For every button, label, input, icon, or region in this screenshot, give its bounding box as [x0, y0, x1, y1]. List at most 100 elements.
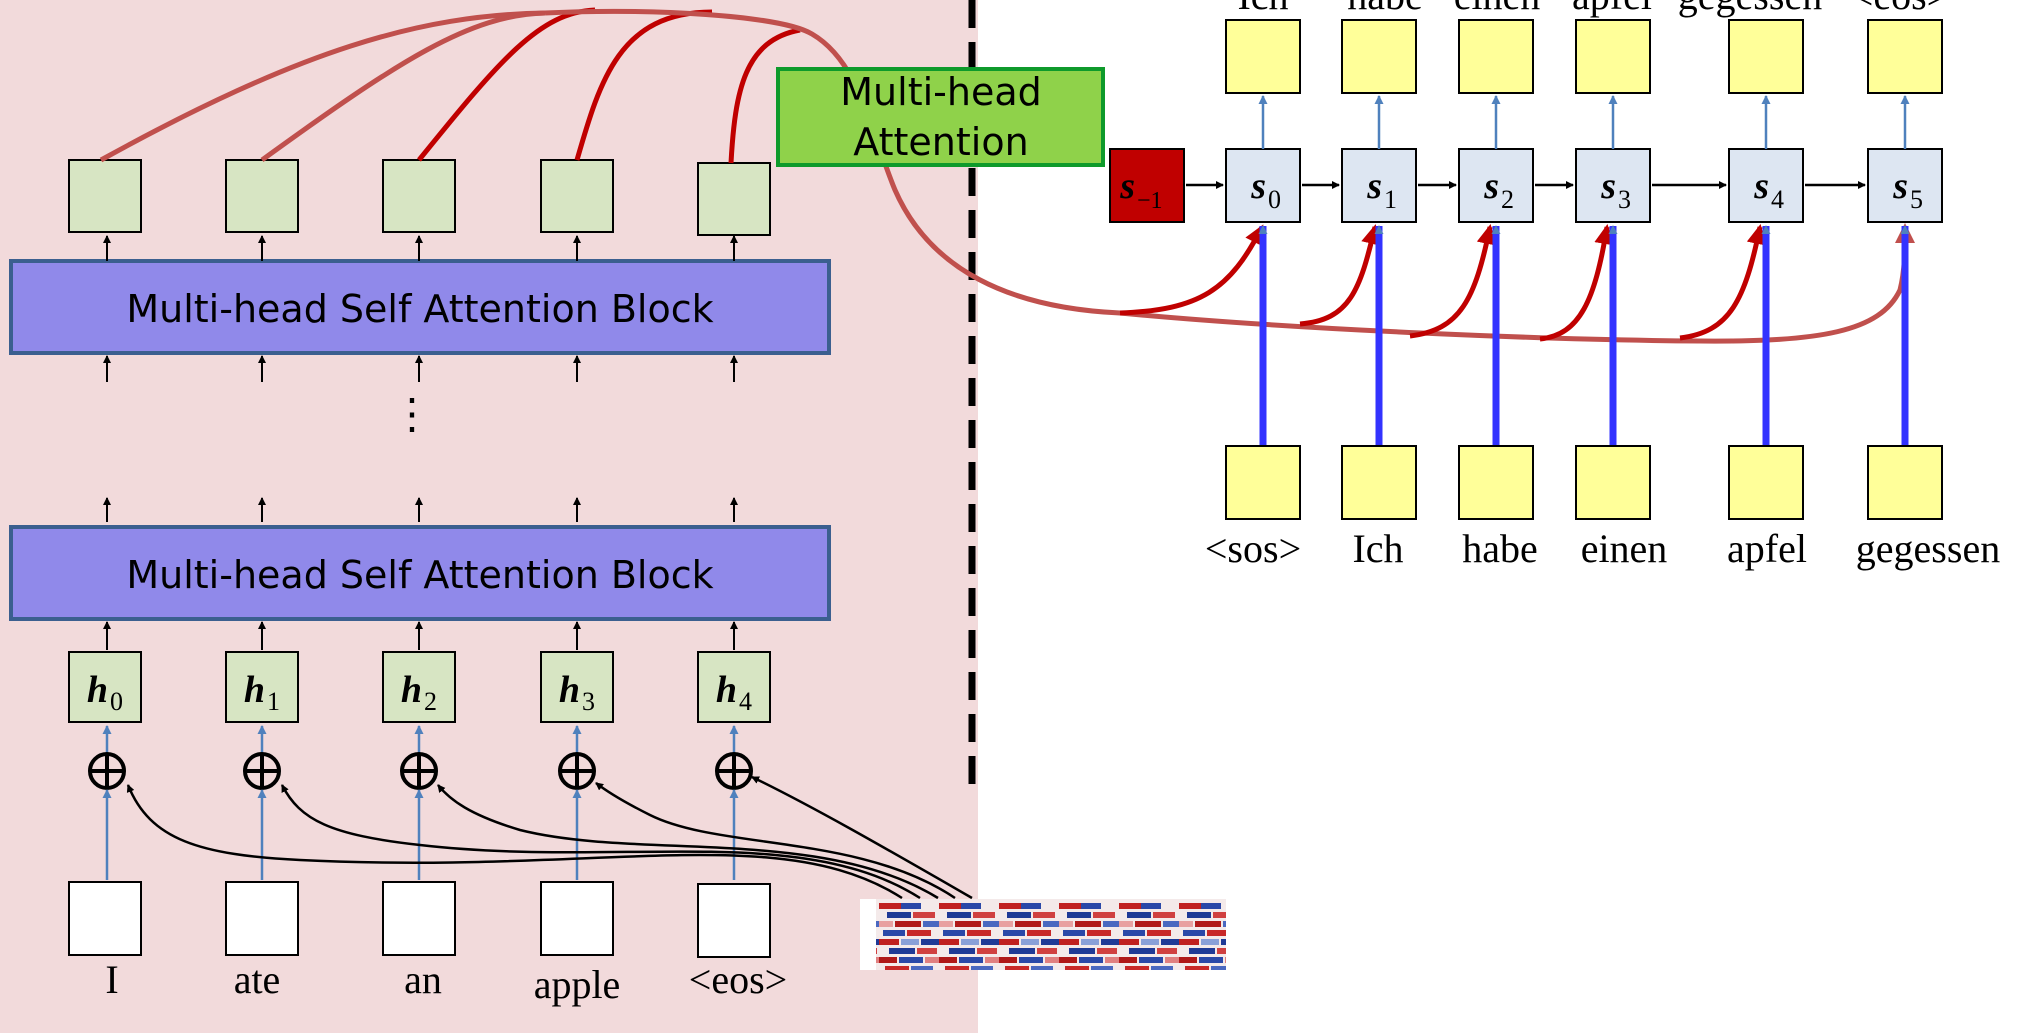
- hidden-state-subscript: 3: [582, 687, 595, 716]
- self-attention-block-bottom: Multi-head Self Attention Block: [9, 525, 831, 621]
- multi-head-attention-line2: Attention: [853, 120, 1028, 164]
- decoder-state-symbol: s: [1892, 165, 1908, 207]
- decoder-attention-lines: [1119, 224, 1767, 342]
- encoder-input-boxes: [68, 881, 771, 958]
- decoder-input-words: <sos> Ich habe einen apfel gegessen: [1205, 526, 2000, 571]
- encoder-word: I: [105, 957, 118, 1002]
- decoder-output-word: habe: [1347, 0, 1423, 18]
- decoder-output-box: [1575, 19, 1651, 94]
- decoder-output-word: einen: [1454, 0, 1541, 18]
- decoder-state-subscript: 0: [1268, 185, 1281, 214]
- decoder-state-subscript: 2: [1501, 185, 1514, 214]
- decoder-state-subscript: 5: [1910, 185, 1923, 214]
- decoder-input-word: einen: [1581, 526, 1668, 571]
- decoder-input-word: apfel: [1727, 526, 1807, 571]
- encoder-arrows: [103, 235, 738, 650]
- input-to-adder-arrows: [102, 789, 739, 880]
- multi-head-attention-line1: Multi-head: [840, 70, 1041, 114]
- decoder-output-box: [1458, 19, 1534, 94]
- state-to-output-arrows: [1258, 95, 1910, 149]
- decoder-output-word: apfel: [1572, 0, 1652, 18]
- decoder-input-box: [1225, 445, 1301, 520]
- decoder-output-word: gegessen: [1678, 0, 1822, 18]
- plus-circle-icon: [243, 752, 281, 790]
- hidden-state-0: h 0: [68, 651, 142, 723]
- hidden-state-symbol: h: [244, 669, 265, 711]
- hidden-state-4: h 4: [697, 651, 771, 723]
- self-attention-block-bottom-label: Multi-head Self Attention Block: [126, 553, 713, 597]
- decoder-input-word: gegessen: [1856, 526, 2000, 571]
- decoder-output-word: Ich: [1237, 0, 1288, 18]
- decoder-initial-state: s −1: [1109, 148, 1185, 223]
- adders: [88, 752, 753, 790]
- decoder-output-box: [1867, 19, 1943, 94]
- encoder-output-box: [68, 159, 142, 233]
- decoder-state-symbol: s: [1600, 165, 1616, 207]
- hidden-state-subscript: 2: [424, 687, 437, 716]
- hidden-state-2: h 2: [382, 651, 456, 723]
- decoder-output-words: Ich habe einen apfel gegessen <eos>: [1237, 0, 1949, 18]
- encoder-output-box: [540, 159, 614, 233]
- decoder-state-symbol: s: [1753, 165, 1769, 207]
- decoder-output-boxes: [1225, 19, 1943, 94]
- decoder-input-box: [1575, 445, 1651, 520]
- encoder-output-box: [382, 159, 456, 233]
- decoder-state-symbol: s: [1483, 165, 1499, 207]
- encoder-word: <eos>: [689, 957, 787, 1002]
- decoder-state-5: s 5: [1867, 148, 1943, 223]
- decoder-state-2: s 2: [1458, 148, 1534, 223]
- encoder-input-box: [225, 881, 299, 956]
- encoder-input-box: [382, 881, 456, 956]
- positional-encoding-curves: [126, 775, 973, 900]
- encoder-word: an: [404, 957, 442, 1002]
- decoder-state-symbol: s: [1250, 165, 1266, 207]
- decoder-state-4: s 4: [1728, 148, 1804, 223]
- encoder-input-box: [68, 881, 142, 956]
- decoder-input-box: [1341, 445, 1417, 520]
- hidden-state-symbol: h: [401, 669, 422, 711]
- decoder-state-symbol: s: [1119, 165, 1135, 207]
- multi-head-attention-box: Multi-head Attention: [776, 67, 1105, 167]
- adder-to-hidden-arrows: [102, 725, 739, 755]
- layer-ellipsis: ⋮: [391, 392, 433, 438]
- decoder-input-word: Ich: [1352, 526, 1403, 571]
- hidden-state-1: h 1: [225, 651, 299, 723]
- plus-circle-icon: [400, 752, 438, 790]
- plus-circle-icon: [715, 752, 753, 790]
- hidden-state-3: h 3: [540, 651, 614, 723]
- decoder-state-subscript: 4: [1771, 185, 1784, 214]
- decoder-state-3: s 3: [1575, 148, 1651, 223]
- decoder-state-symbol: s: [1366, 165, 1382, 207]
- hidden-state-subscript: 1: [267, 687, 280, 716]
- decoder-output-box: [1728, 19, 1804, 94]
- decoder-input-box: [1867, 445, 1943, 520]
- decoder-output-box: [1341, 19, 1417, 94]
- decoder-input-arrows: [1258, 225, 1910, 445]
- decoder-input-box: [1728, 445, 1804, 520]
- decoder-output-word: <eos>: [1851, 0, 1949, 18]
- decoder-state-subscript: 3: [1618, 185, 1631, 214]
- decoder-state-subscript: −1: [1137, 188, 1163, 214]
- decoder-input-boxes: [1225, 445, 1943, 520]
- encoder-word: ate: [234, 957, 281, 1002]
- decoder-input-word: habe: [1462, 526, 1538, 571]
- hidden-state-symbol: h: [87, 669, 108, 711]
- decoder-output-box: [1225, 19, 1301, 94]
- encoder-input-box: [697, 883, 771, 958]
- encoder-input-words: I ate an apple <eos>: [105, 957, 787, 1007]
- hidden-state-symbol: h: [559, 669, 580, 711]
- positional-encoding-margin: [860, 899, 876, 970]
- decoder-state-subscript: 1: [1384, 185, 1397, 214]
- plus-circle-icon: [88, 752, 126, 790]
- encoder-word: apple: [534, 962, 621, 1007]
- decoder-state-0: s 0: [1225, 148, 1301, 223]
- encoder-input-box: [540, 881, 614, 956]
- positional-encoding-heatmap: [860, 899, 1226, 970]
- encoder-output-box: [225, 159, 299, 233]
- self-attention-block-top-label: Multi-head Self Attention Block: [126, 287, 713, 331]
- encoder-output-boxes: [68, 159, 771, 236]
- plus-circle-icon: [558, 752, 596, 790]
- hidden-state-subscript: 4: [739, 687, 752, 716]
- hidden-state-subscript: 0: [110, 687, 123, 716]
